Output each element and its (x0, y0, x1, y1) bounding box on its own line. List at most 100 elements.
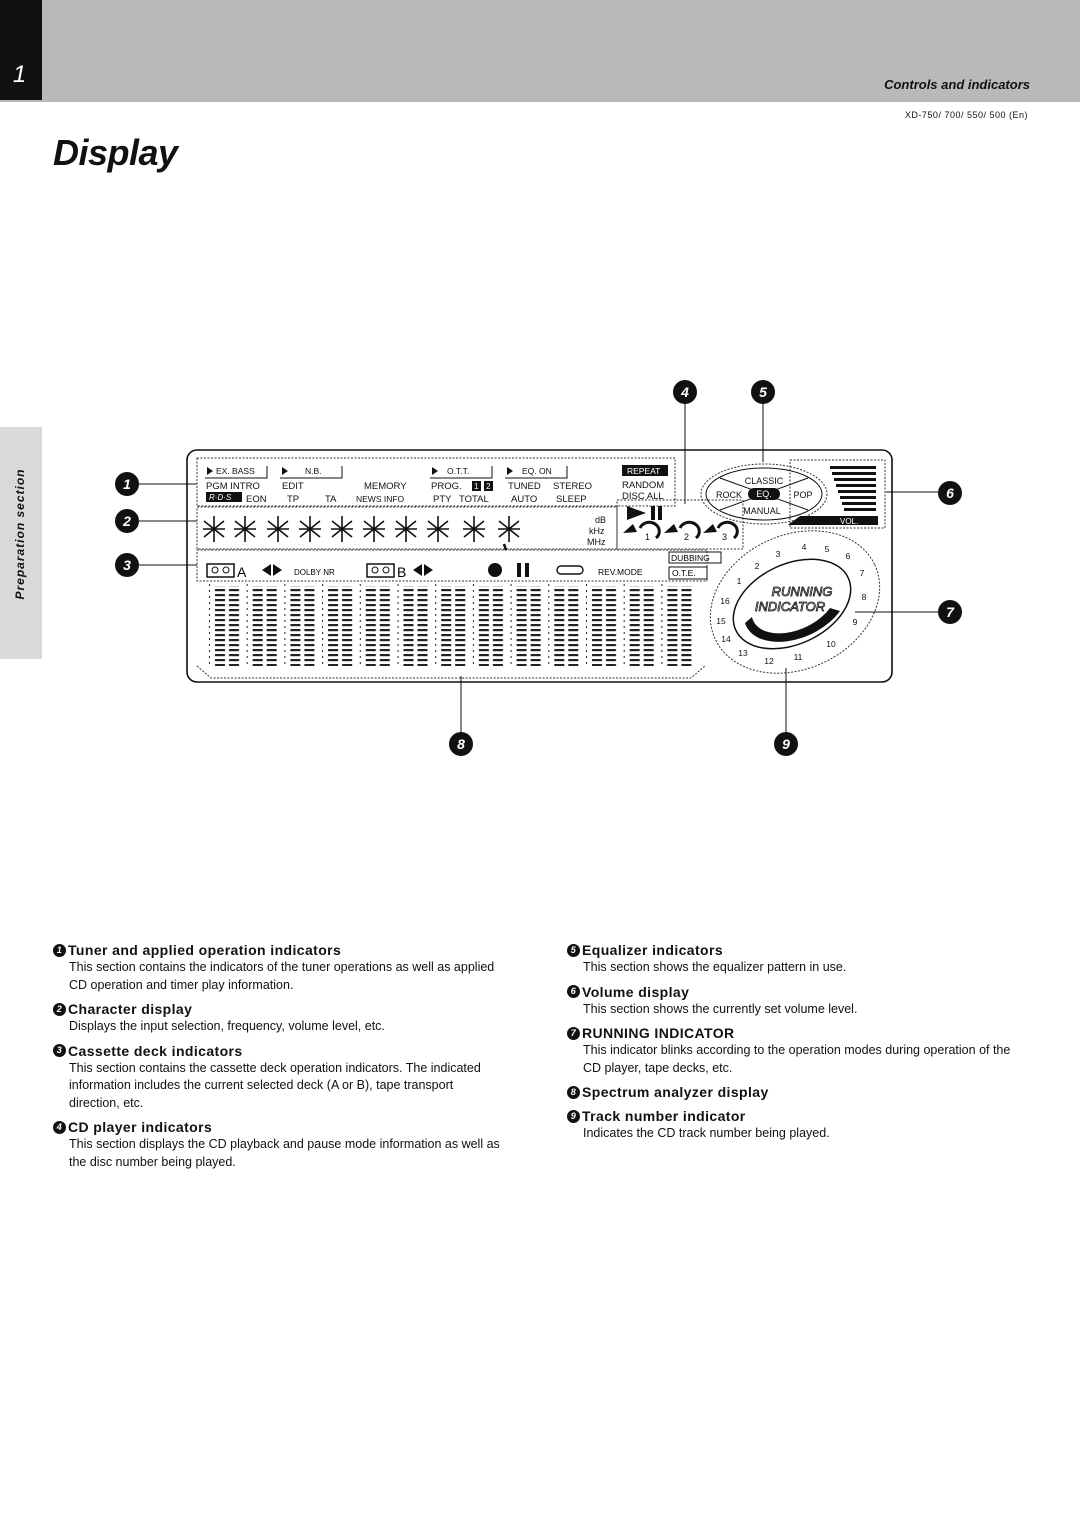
item-body: This section displays the CD playback an… (69, 1137, 500, 1169)
ta-label: TA (325, 494, 337, 505)
track-numbers: 1 2 3 4 5 6 7 8 9 10 11 12 13 14 15 16 (716, 542, 866, 666)
khz-unit: kHz (589, 526, 605, 536)
edit-label: EDIT (282, 481, 304, 492)
nb-label: N.B. (305, 466, 322, 476)
eq-center: EQ. (756, 489, 772, 499)
memory-label: MEMORY (364, 481, 407, 492)
item-title: CD player indicators (68, 1119, 213, 1135)
item-title: Tuner and applied operation indicators (68, 942, 342, 958)
running-text: RUNNING (772, 584, 833, 599)
tuned-label: TUNED (508, 481, 541, 492)
deck-a-label: A (237, 564, 247, 580)
track-number: 5 (825, 544, 830, 554)
track-number: 15 (716, 616, 726, 626)
prog-number-2: 2 (486, 482, 491, 491)
ote-label: O.T.E. (672, 568, 696, 578)
item-title: Track number indicator (582, 1108, 746, 1124)
item-title: Cassette deck indicators (68, 1042, 243, 1059)
callout-6: 6 (938, 481, 962, 505)
display-diagram: EX. BASS N.B. O.T.T. EQ. ON REPEAT PGM I… (139, 404, 938, 743)
item-title: Equalizer indicators (582, 942, 724, 958)
item-number: 1 (53, 943, 66, 957)
item-body: Displays the input selection, frequency,… (69, 1019, 385, 1033)
item-number: 4 (53, 1120, 66, 1134)
rev-mode-label: REV.MODE (598, 567, 643, 577)
stereo-label: STEREO (553, 481, 592, 492)
track-number: 10 (826, 639, 836, 649)
auto-label: AUTO (511, 494, 537, 505)
track-number: 16 (720, 596, 730, 606)
random-label: RANDOM (622, 480, 664, 491)
callout-1: 1 (115, 472, 139, 496)
disc-3: 3 (722, 532, 727, 542)
prog-number-1: 1 (474, 482, 479, 491)
track-number: 3 (776, 549, 781, 559)
tp-label: TP (287, 494, 299, 505)
track-number: 7 (860, 568, 865, 578)
volume-bars (830, 466, 876, 511)
page-number: 1 2 (0, 0, 42, 238)
eq-on-label: EQ. ON (522, 466, 552, 476)
total-label: TOTAL (459, 494, 489, 505)
mhz-unit: MHz (587, 537, 606, 547)
item-body: This section contains the cassette deck … (69, 1060, 481, 1110)
item-body: This section shows the currently set vol… (583, 1001, 858, 1016)
db-unit: dB (595, 515, 606, 525)
side-tab: Preparation section (0, 427, 42, 659)
item-number: 8 (567, 1085, 580, 1099)
item-title: Volume display (582, 983, 690, 1000)
item-number: 6 (567, 985, 580, 998)
item-number: 3 (53, 1044, 66, 1057)
item-title: RUNNING INDICATOR (582, 1025, 735, 1041)
disc-2: 2 (684, 532, 689, 542)
ott-label: O.T.T. (447, 466, 469, 476)
callout-8: 8 (449, 732, 473, 756)
callout-2: 2 (115, 509, 139, 533)
track-number: 9 (853, 617, 858, 627)
dolby-label: DOLBY NR (294, 568, 335, 577)
callout-4: 4 (673, 380, 697, 404)
eq-rock: ROCK (716, 490, 742, 500)
callout-3: 3 (115, 553, 139, 577)
disc-all-label: DISC ALL (622, 491, 664, 502)
item-body: This section contains the indicators of … (69, 960, 495, 992)
item-title: Spectrum analyzer display (582, 1084, 769, 1100)
pty-label: PTY (433, 494, 452, 505)
prog-label: PROG. (431, 481, 462, 492)
track-number: 2 (755, 561, 760, 571)
repeat-label: REPEAT (627, 466, 660, 476)
eq-manual: MANUAL (743, 506, 781, 516)
item-number: 7 (567, 1026, 580, 1040)
track-number: 6 (846, 551, 851, 561)
track-number: 14 (721, 634, 731, 644)
eon-label: EON (246, 494, 267, 505)
eq-classic: CLASSIC (745, 476, 784, 486)
track-number: 8 (862, 592, 867, 602)
eq-pop: POP (793, 490, 812, 500)
dubbing-label: DUBBING (671, 553, 710, 563)
item-title: Character display (68, 1001, 193, 1017)
track-number: 11 (794, 652, 803, 662)
character-segments (203, 516, 520, 542)
spectrum-analyzer (207, 584, 697, 666)
pgm-intro-label: PGM INTRO (206, 481, 260, 492)
rds-label: R·D·S (209, 493, 232, 502)
vol-label: VOL. (840, 517, 858, 526)
callout-7: 7 (938, 600, 962, 624)
item-body: Indicates the CD track number being play… (583, 1126, 830, 1140)
track-number: 13 (738, 648, 748, 658)
model-label: XD-750/ 700/ 550/ 500 (En) (904, 110, 1028, 120)
item-body: This section shows the equalizer pattern… (583, 960, 847, 974)
page-title: Display (53, 132, 178, 173)
